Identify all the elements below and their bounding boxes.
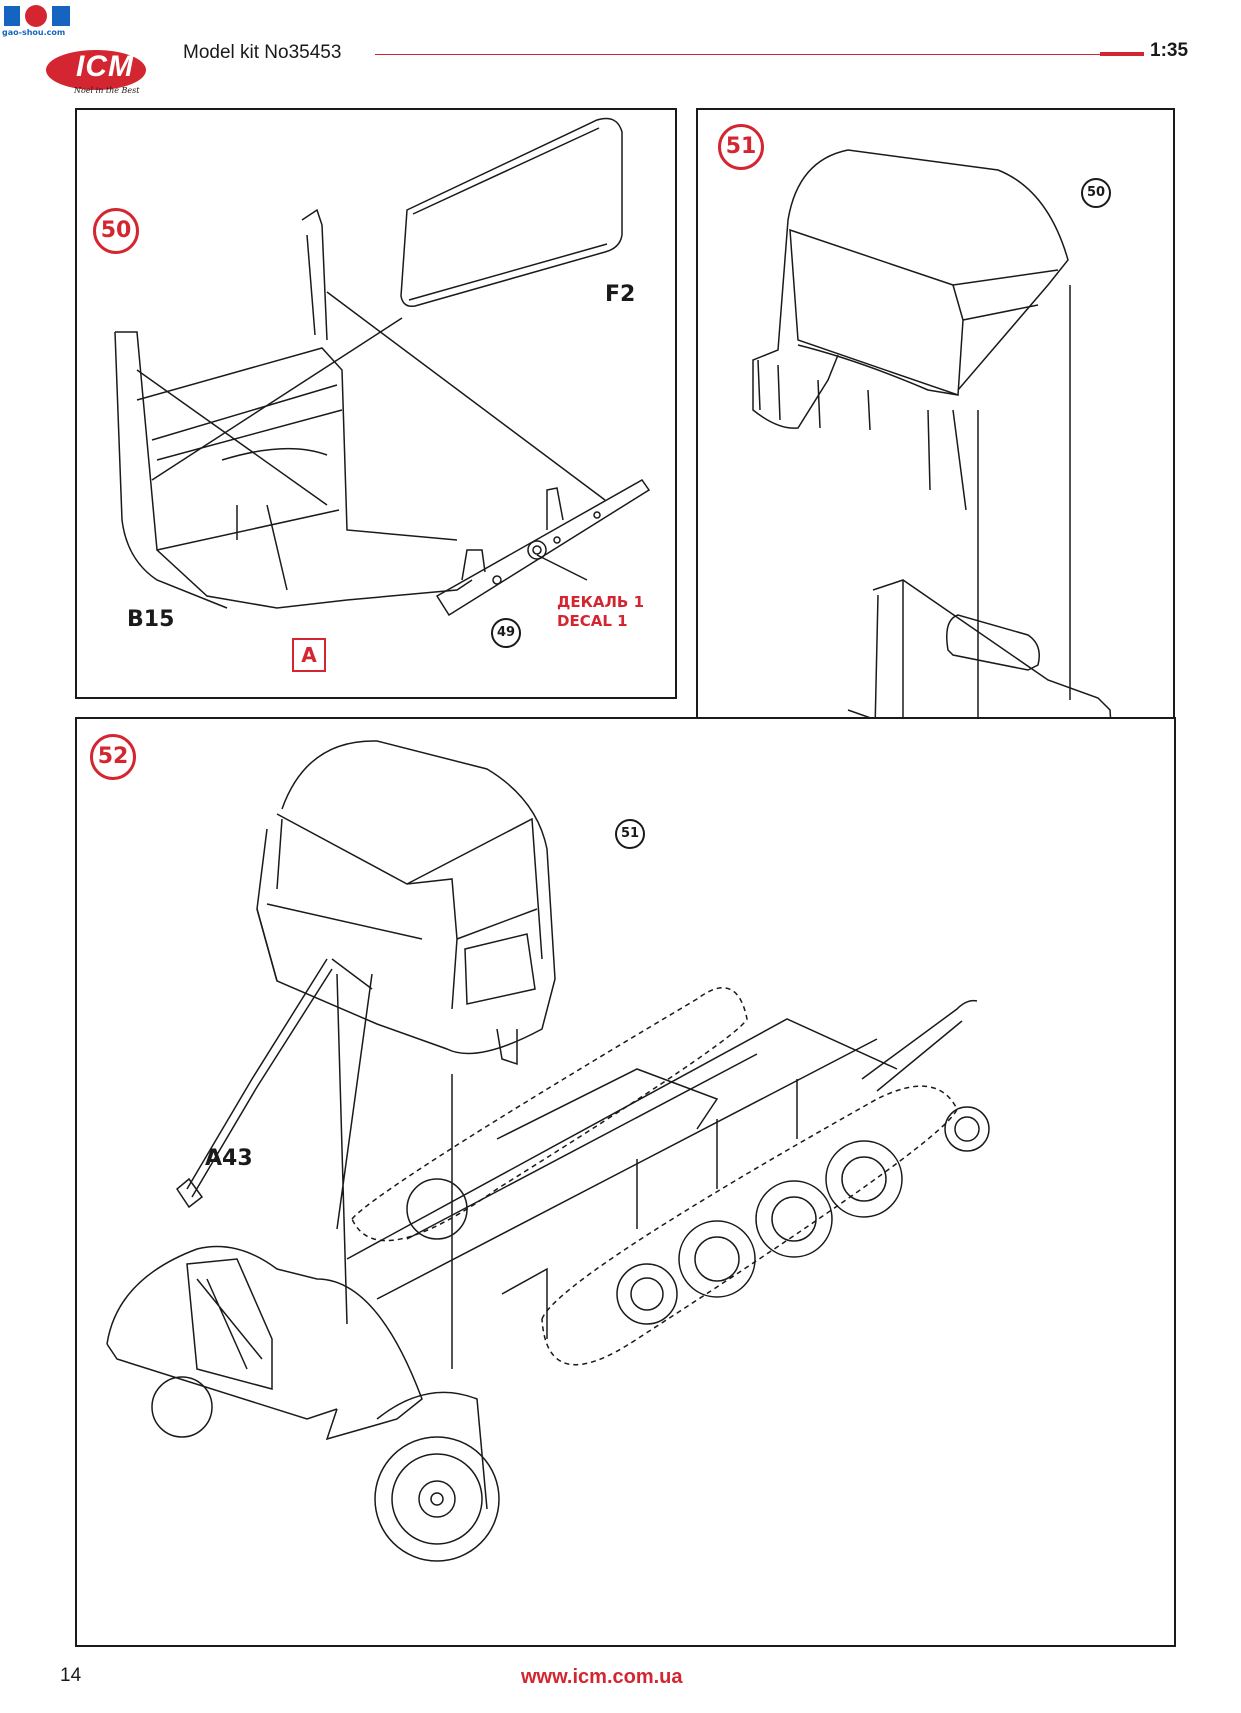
- decal-label-ru: ДЕКАЛЬ 1: [557, 593, 645, 611]
- page-number: 14: [60, 1665, 82, 1686]
- header-rule-end: [1100, 52, 1144, 56]
- footer-url[interactable]: www.icm.com.ua: [521, 1666, 683, 1688]
- kit-label: Model kit No35453: [183, 42, 342, 63]
- step-52-ref-51: 51: [615, 819, 645, 849]
- step-51-number: 51: [718, 124, 764, 170]
- step-50-ref-49: 49: [491, 618, 521, 648]
- header-rule: [375, 54, 1143, 55]
- decal-label-en: DECAL 1: [557, 612, 628, 630]
- step-52-panel: 52: [75, 717, 1176, 1647]
- step-52-drawing: [106, 740, 990, 1562]
- icm-logo: [46, 50, 146, 90]
- step-50-panel: 50 F2 B15 49 A ДЕКАЛЬ 1 DECAL 1: [75, 108, 677, 699]
- part-b15-label: B15: [127, 607, 175, 632]
- icm-tagline: Noel in the Best: [74, 86, 140, 95]
- step-52-number: 52: [90, 734, 136, 780]
- icm-logo-text: ICM: [76, 50, 134, 83]
- scale-label: 1:35: [1150, 40, 1189, 61]
- part-f2-label: F2: [605, 282, 636, 307]
- step-50-drawing: [114, 117, 651, 617]
- watermark-text: gao-shou.com: [2, 28, 66, 37]
- part-a43-label: A43: [205, 1146, 253, 1171]
- paint-ref-a: A: [292, 638, 326, 672]
- watermark-emblem-icon: [4, 5, 70, 27]
- step-51-ref-50: 50: [1081, 178, 1111, 208]
- step-50-number: 50: [93, 208, 139, 254]
